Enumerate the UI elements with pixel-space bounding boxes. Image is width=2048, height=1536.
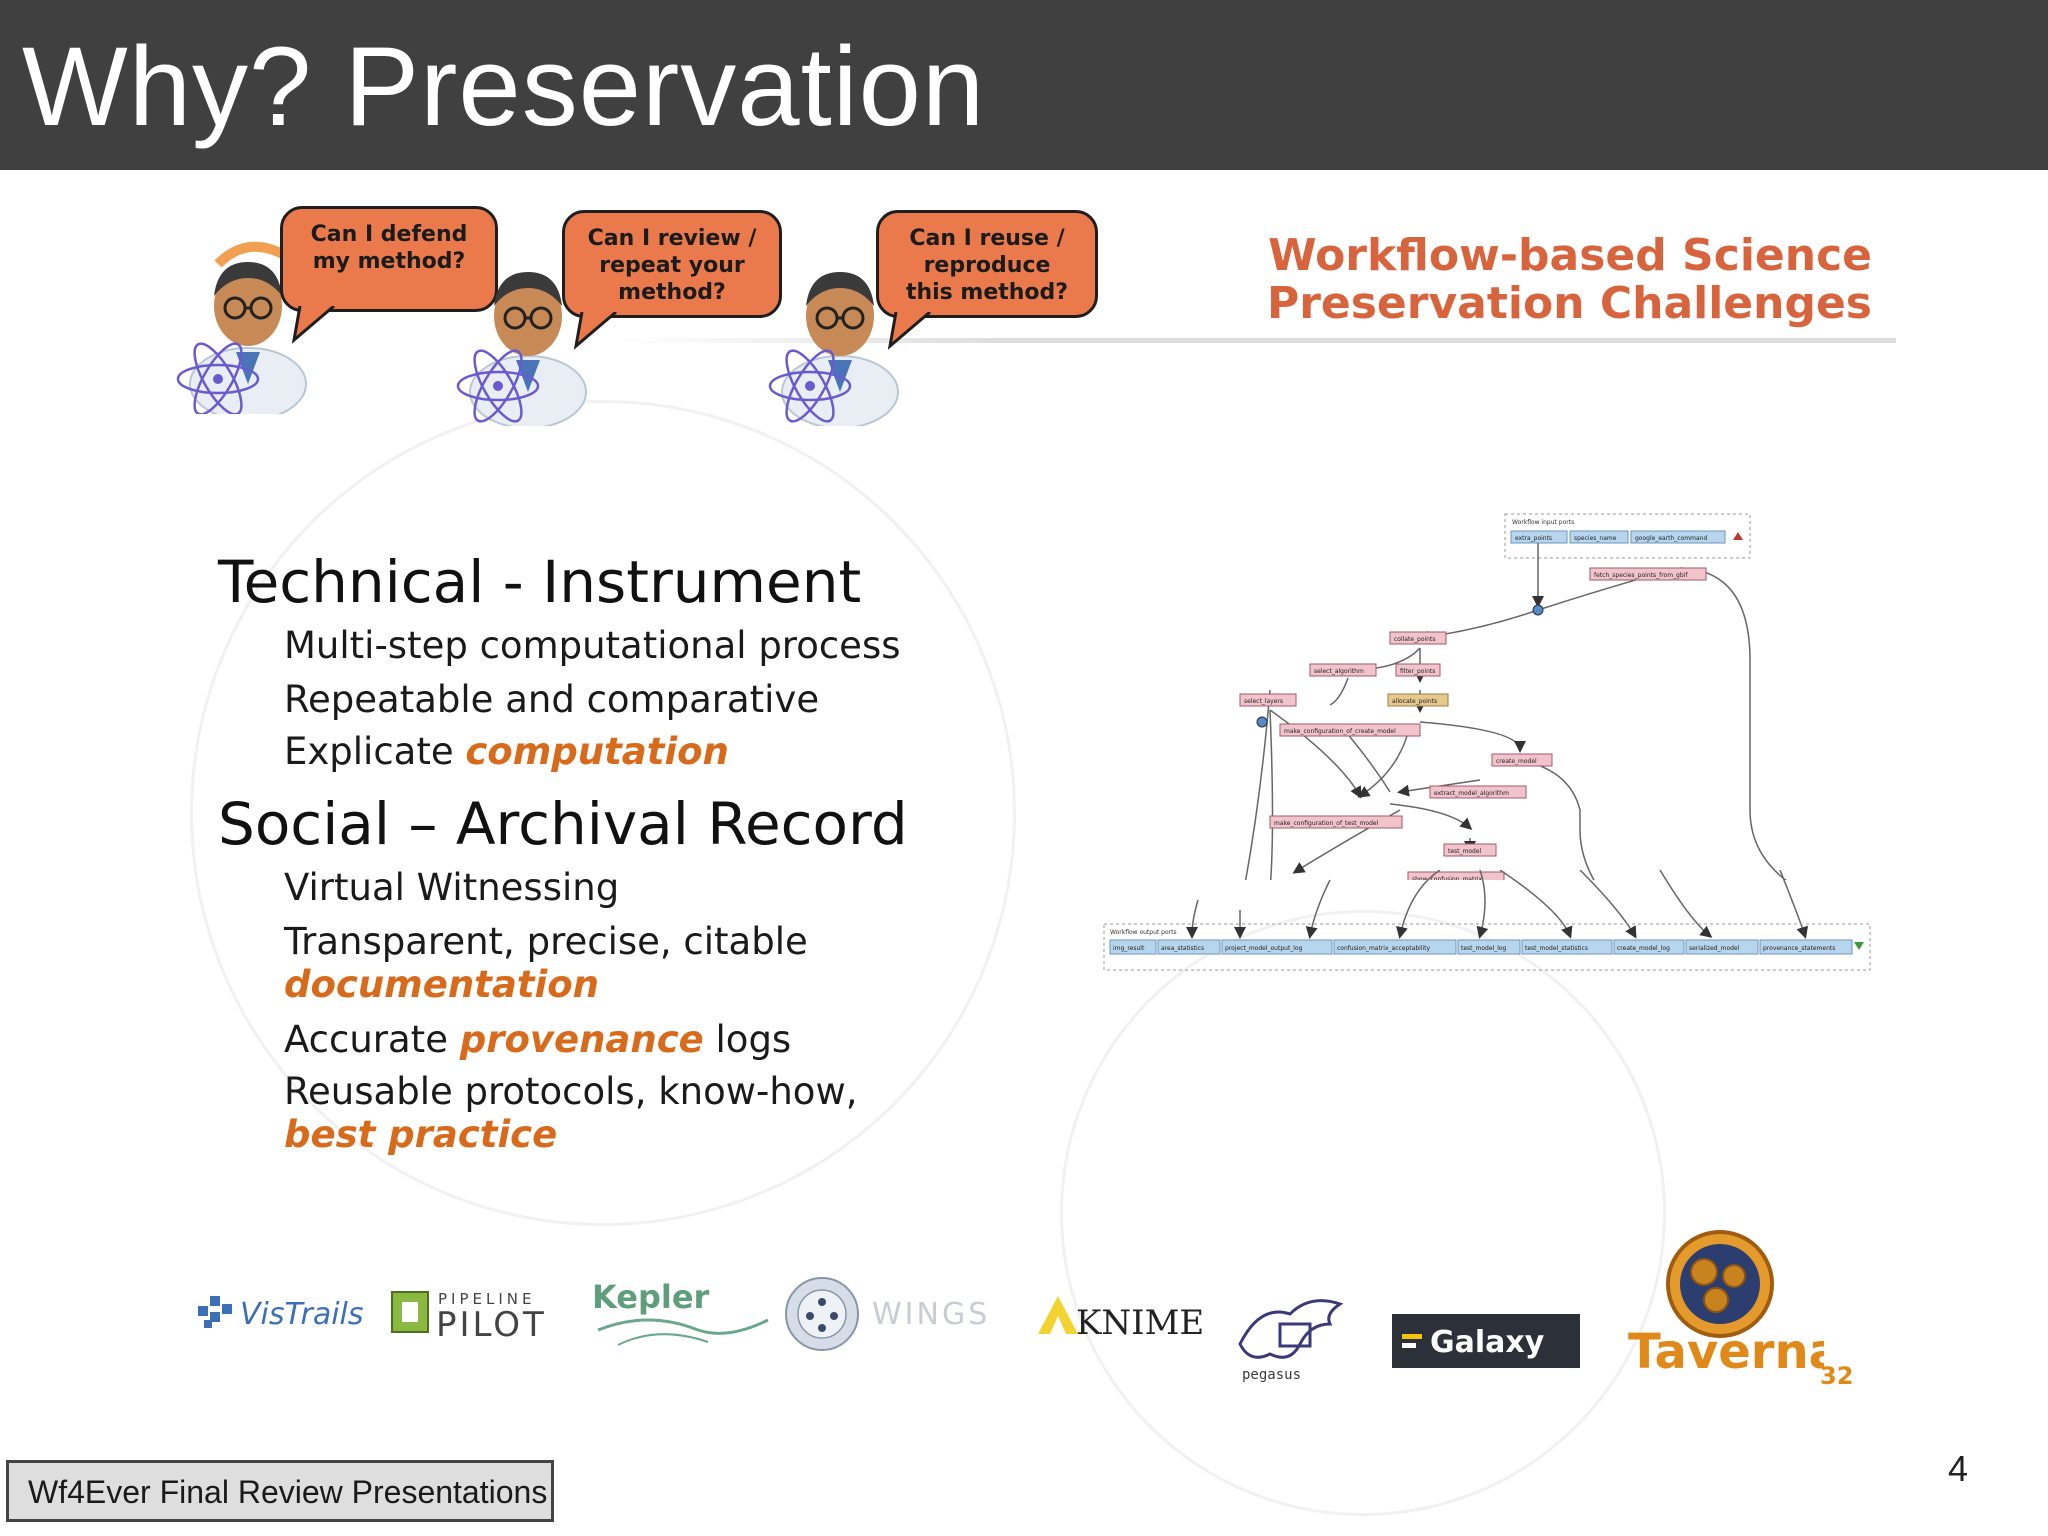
bullet-text: Transparent, precise, citable (284, 920, 808, 963)
input-arrow-icon (1733, 532, 1743, 540)
workflow-diagram-outputs: Workflow output ports img_result area_st… (1103, 870, 1871, 971)
background-circle (1060, 910, 1666, 1516)
bubble-text: Can I defend my method? (310, 222, 468, 274)
bullet-item: Multi-step computational process (284, 624, 901, 667)
logo-vistrails: VisTrails (196, 1282, 376, 1347)
bubble-tail (573, 312, 617, 350)
logo-knime: KNIME (1032, 1280, 1212, 1355)
workflow-node: make_configuration_of_create_model (1284, 728, 1396, 735)
output-port: provenance_statements (1763, 945, 1835, 952)
embedded-slide: Workflow-based Science Preservation Chal… (0, 170, 2048, 1536)
logo-taverna: Taverna (1624, 1230, 1841, 1395)
merge-node-icon (1532, 604, 1544, 616)
workflow-node: extract_model_algorithm (1434, 790, 1509, 797)
output-ports-label: Workflow output ports (1110, 929, 1177, 936)
embedded-heading-line1: Workflow-based Science (1268, 230, 1872, 281)
output-port: create_model_log (1617, 945, 1670, 952)
logo-kepler: Kepler (588, 1270, 778, 1365)
emphasis-text: documentation (284, 963, 599, 1006)
workflow-node: collate_points (1394, 636, 1435, 643)
speech-bubble-defend: Can I defend my method? (280, 206, 498, 312)
emphasis-text: best practice (284, 1113, 558, 1156)
bubble-text: Can I reuse / reproduce this method? (905, 226, 1069, 305)
workflow-node: select_algorithm (1314, 668, 1364, 675)
bubble-tail (291, 306, 335, 344)
logo-text: WINGS (872, 1297, 990, 1332)
scientist-icon (456, 272, 587, 426)
section-heading-technical: Technical - Instrument (218, 548, 862, 616)
workflow-node: filter_points (1400, 668, 1435, 675)
scientist-icon (176, 241, 307, 414)
output-port: serialized_model (1689, 945, 1740, 952)
output-port: project_model_output_log (1225, 945, 1303, 952)
logo-text: VisTrails (240, 1297, 364, 1332)
logo-text: pegasus (1242, 1367, 1301, 1383)
embedded-heading: Workflow-based Science Preservation Chal… (1267, 232, 1872, 328)
workflow-node: create_model (1496, 758, 1537, 765)
embedded-heading-line2: Preservation Challenges (1266, 278, 1872, 329)
bullet-text: Reusable protocols, know-how, (284, 1070, 858, 1113)
emphasis-text: computation (465, 730, 729, 773)
footer-text: Wf4Ever Final Review Presentations (28, 1474, 548, 1510)
workflow-node: test_model (1448, 848, 1482, 855)
output-port: confusion_matrix_acceptability (1337, 945, 1430, 952)
speech-bubble-reuse: Can I reuse / reproduce this method? (876, 210, 1098, 318)
bullet-text: Accurate (284, 1018, 460, 1061)
page-number: 4 (1947, 1448, 1968, 1489)
scientist-icon (768, 272, 899, 426)
logo-galaxy: Galaxy (1392, 1314, 1580, 1373)
workflow-node: select_layers (1244, 698, 1283, 705)
speech-bubble-review: Can I review / repeat your method? (562, 210, 782, 318)
logo-text: PIPELINE (438, 1290, 535, 1308)
merge-node-icon (1256, 716, 1268, 728)
bullet-item: Reusable protocols, know-how,best practi… (284, 1070, 857, 1156)
section-heading-social: Social – Archival Record (218, 790, 908, 858)
bullet-item: Accurate provenance logs (284, 1018, 791, 1061)
output-port: area_statistics (1161, 945, 1204, 952)
bullet-item: Explicate computation (284, 730, 729, 773)
input-port: extra_points (1515, 535, 1552, 542)
output-port: test_model_statistics (1525, 945, 1588, 952)
title-bar: Why? Preservation (0, 0, 2048, 170)
bullet-text: logs (703, 1018, 792, 1061)
background-circle (190, 400, 1016, 1226)
bullet-text: Explicate (284, 730, 466, 773)
output-ports-box (1103, 923, 1871, 971)
logo-wings: WINGS (782, 1274, 1012, 1359)
bubble-text: Can I review / repeat your method? (587, 226, 757, 305)
heading-rule (620, 338, 1896, 343)
logo-pegasus: pegasus (1230, 1284, 1360, 1389)
input-ports-box (1504, 513, 1751, 559)
output-port: test_model_log (1461, 945, 1507, 952)
input-port: species_name (1574, 535, 1617, 542)
bubble-tail (887, 312, 931, 350)
logo-text: KNIME (1076, 1303, 1204, 1343)
slide-title: Why? Preservation (22, 24, 986, 149)
bullet-item: Virtual Witnessing (284, 866, 620, 909)
workflow-node: allocate_points (1392, 698, 1437, 705)
output-arrow-icon (1854, 942, 1864, 950)
output-port: img_result (1113, 945, 1145, 952)
logo-text: Taverna (1628, 1324, 1824, 1380)
workflow-node: make_configuration_of_test_model (1274, 820, 1379, 827)
emphasis-text: provenance (459, 1018, 704, 1061)
footer-box (6, 1460, 554, 1522)
logo-text: PILOT (436, 1305, 547, 1345)
workflow-diagram: Workflow input ports extra_points specie… (1239, 513, 1787, 880)
bullet-item: Repeatable and comparative (284, 678, 820, 721)
inner-page-number: 32 (1820, 1362, 1854, 1390)
logo-text: Kepler (592, 1278, 710, 1316)
workflow-node: show_confusion_matrix (1412, 876, 1482, 880)
logo-pipeline-pilot: PIPELINE PILOT (388, 1276, 564, 1351)
input-ports-label: Workflow input ports (1512, 519, 1574, 526)
logo-text: Galaxy (1430, 1325, 1545, 1360)
workflow-node: fetch_species_points_from_gbif (1594, 572, 1688, 579)
input-port: google_earth_command (1635, 535, 1707, 542)
